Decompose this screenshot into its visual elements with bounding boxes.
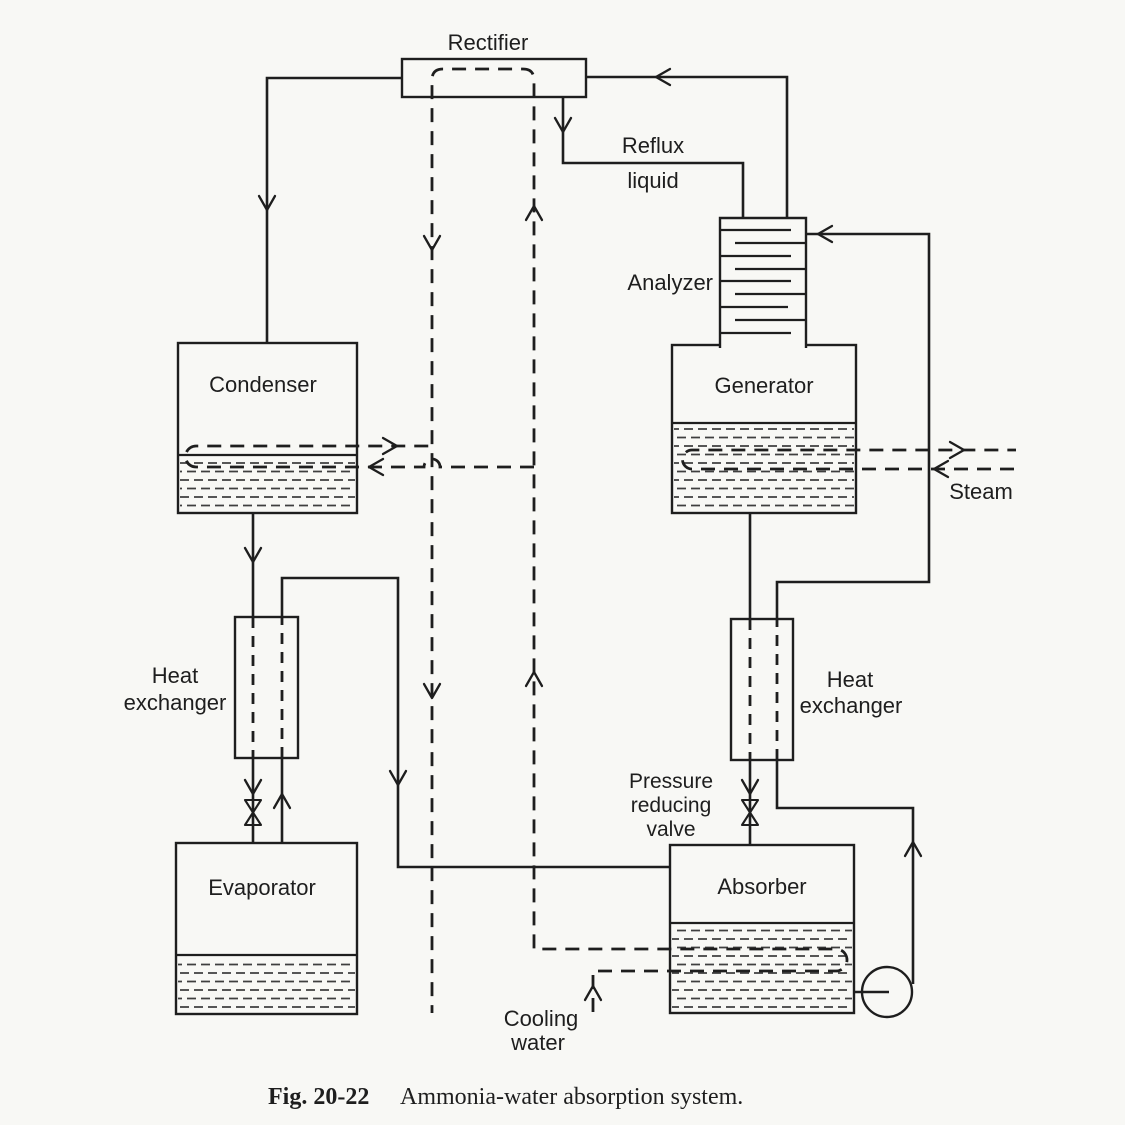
- reflux-label-line2: liquid: [627, 168, 678, 193]
- arrow-right-icon: [948, 440, 966, 460]
- analyzer-trays: [721, 228, 805, 335]
- arrow-right-icon: [381, 436, 399, 456]
- arrow-up-icon: [524, 204, 544, 222]
- arrow-left-icon: [654, 67, 672, 87]
- arrow-up-icon: [524, 670, 544, 688]
- arrow-left-icon: [367, 457, 385, 477]
- pipe-strong-solution-to-analyzer: [775, 232, 931, 619]
- cooling-water-label-line2: water: [510, 1030, 565, 1055]
- heat-exchanger-left-label-line2: exchanger: [124, 690, 227, 715]
- arrow-left-icon: [816, 224, 834, 244]
- pressure-reducing-valve-icon: [740, 798, 760, 827]
- heat-exchanger-right-label-line2: exchanger: [800, 693, 903, 718]
- arrow-up-icon: [903, 840, 923, 858]
- cooling-water-main-circuit: [430, 67, 849, 1013]
- pipe-reflux-liquid: [561, 98, 745, 218]
- labels: Rectifier Reflux liquid Analyzer Generat…: [124, 30, 1013, 1055]
- caption-text: Ammonia-water absorption system.: [400, 1084, 743, 1110]
- prv-label-line2: reducing: [631, 794, 712, 817]
- cooling-water-label-line1: Cooling: [504, 1006, 579, 1031]
- condenser-label: Condenser: [209, 372, 317, 397]
- caption-fig-number: Fig. 20-22: [268, 1084, 369, 1110]
- arrow-up-icon: [583, 984, 603, 1002]
- heat-exchanger-right-label-line1: Heat: [827, 667, 873, 692]
- steam-label: Steam: [949, 479, 1013, 504]
- expansion-valve-icon: [243, 798, 263, 827]
- heat-exchanger-left-vessel: [233, 615, 300, 760]
- heat-exchanger-left-label-line1: Heat: [152, 663, 198, 688]
- heat-exchanger-right-vessel: [729, 617, 795, 762]
- arrow-down-icon: [422, 234, 442, 252]
- arrow-down-icon: [388, 769, 408, 787]
- arrow-down-icon: [553, 116, 573, 134]
- arrow-down-icon: [243, 778, 263, 796]
- analyzer-vessel: [718, 216, 808, 348]
- arrow-down-icon: [740, 778, 760, 796]
- absorber-liquid: [672, 926, 852, 1011]
- rectifier-vessel: [400, 57, 588, 99]
- prv-label-line1: Pressure: [629, 770, 713, 793]
- evaporator-label: Evaporator: [208, 875, 316, 900]
- evaporator-liquid: [178, 958, 355, 1012]
- absorber-label: Absorber: [717, 874, 806, 899]
- arrow-down-icon: [243, 546, 263, 564]
- pipe-rectifier-to-condenser: [265, 76, 402, 343]
- arrow-up-icon: [272, 792, 292, 810]
- analyzer-label: Analyzer: [627, 270, 713, 295]
- steam-coil: [681, 448, 1016, 471]
- arrow-down-icon: [257, 194, 277, 212]
- flow-arrows: [243, 67, 966, 1002]
- prv-label-line3: valve: [646, 818, 695, 841]
- generator-label: Generator: [714, 373, 813, 398]
- arrow-left-icon: [932, 459, 950, 479]
- water-steam-circuits: [184, 67, 1016, 1013]
- arrow-down-icon: [422, 682, 442, 700]
- reflux-label-line1: Reflux: [622, 133, 684, 158]
- pipe-vapor-to-absorber: [280, 576, 670, 869]
- valves: [243, 798, 760, 827]
- figure-caption: Fig. 20-22 Ammonia-water absorption syst…: [268, 1084, 743, 1110]
- pipe-pump-discharge: [775, 760, 915, 984]
- cooling-water-condenser-coil: [184, 444, 534, 469]
- pipe-analyzer-vapor-to-rectifier: [586, 75, 789, 218]
- rectifier-label: Rectifier: [448, 30, 529, 55]
